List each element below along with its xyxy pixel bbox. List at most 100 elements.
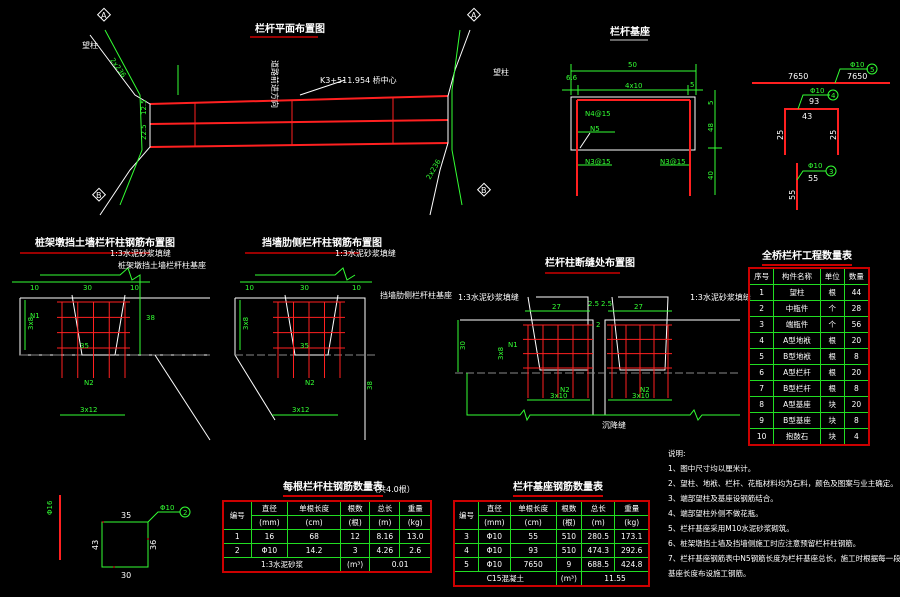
table-cell: B型栏杆 <box>773 380 821 397</box>
unit-cell: (kg) <box>614 515 650 530</box>
header-cell: 单位 <box>819 267 845 285</box>
table-cell: 根 <box>819 332 845 349</box>
unit-cell: (根) <box>555 515 583 530</box>
base-rebar-table-title: 栏杆基座钢筋数量表 <box>513 478 603 497</box>
plan-direction-label: 道路前进方向 <box>270 60 280 108</box>
unit-cell: (mm) <box>477 515 511 530</box>
n4-leg-left: 25 <box>776 130 785 140</box>
header-cell: 构件名称 <box>773 267 821 285</box>
table-header-row: 编号直径单根长度根数总长重量 <box>222 500 432 530</box>
base-rebar-n3-left: N3@15 <box>585 158 611 166</box>
table-cell: B型地袱 <box>773 348 821 365</box>
section1-dim-2: 30 <box>83 284 92 292</box>
header-cell: 单根长度 <box>287 500 342 516</box>
table-cell: 1 <box>748 284 775 301</box>
header-cell: 编号 <box>222 500 252 530</box>
section1-dim-3: 10 <box>130 284 139 292</box>
table-cell: Φ10 <box>477 543 511 558</box>
header-cell: 根数 <box>340 500 371 516</box>
table-cell: A型地袱 <box>773 332 821 349</box>
n2-dim-right: 36 <box>149 540 158 550</box>
section3-callout-right: 1:3水泥砂浆填缝 <box>690 292 751 302</box>
note-item: 基座长度布设施工钢筋。 <box>668 569 751 578</box>
header-cell: 单根长度 <box>509 500 557 516</box>
post-rebar-table-title: 每根栏杆柱钢筋数量表 <box>283 478 383 497</box>
section2-dim-4: 3x8 <box>242 317 250 330</box>
n2-dia: Φ10 <box>160 504 174 512</box>
n3-leg: 55 <box>788 190 797 200</box>
table-cell: 510 <box>555 543 583 558</box>
base-dim-total: 50 <box>628 61 637 69</box>
table-cell: 688.5 <box>581 557 616 572</box>
table-cell: 424.8 <box>614 557 650 572</box>
header-cell: 总长 <box>581 500 616 516</box>
unit-cell: (cm) <box>509 515 557 530</box>
section3-dim-bottom-right: 3x10 <box>632 392 650 400</box>
n3-id-circle <box>825 165 837 177</box>
table-cell: 2 <box>222 543 252 558</box>
note-item: 1、图中尺寸均以厘米计。 <box>668 464 756 473</box>
section3-n2-right: N2 <box>640 386 650 394</box>
header-cell: 序号 <box>748 267 775 285</box>
base-outline <box>570 96 696 151</box>
svg-text:B: B <box>481 186 487 195</box>
table-cell: 5 <box>748 348 775 365</box>
table-cell: 块 <box>819 428 845 446</box>
section2-n2: N2 <box>305 379 315 387</box>
section3-n2-left: N2 <box>560 386 570 394</box>
section3-dim-1: 27 <box>552 303 561 311</box>
table-cell: 中瓶件 <box>773 300 821 317</box>
table-cell: 10 <box>748 428 775 446</box>
n3-total: 55 <box>808 174 818 183</box>
table-cell: 55 <box>509 529 557 544</box>
base-dim-edge-left: 6.6 <box>566 74 578 82</box>
svg-text:A: A <box>471 11 477 20</box>
rebar-n4-shape <box>784 108 839 155</box>
total-label: C15混凝土 <box>453 571 557 587</box>
section2-socket <box>284 294 339 356</box>
table-cell: 8 <box>843 412 870 429</box>
table-cell: 个 <box>819 316 845 333</box>
table-total-row: 1:3水泥砂浆(m³)0.01 <box>222 557 432 573</box>
table-cell: 93 <box>509 543 557 558</box>
table-cell: 5 <box>453 557 479 572</box>
table-cell: 望柱 <box>773 284 821 301</box>
section2-dim-3: 10 <box>352 284 361 292</box>
base-rebar-n4: N4@15 <box>585 110 611 118</box>
base-rebar-n3-right: N3@15 <box>660 158 686 166</box>
table-cell: 8.16 <box>369 529 401 544</box>
notes-title: 说明: <box>668 449 686 458</box>
table-cell: 9 <box>555 557 583 572</box>
plan-left-dim-1: 12.5 <box>140 99 148 115</box>
table-cell: 474.3 <box>581 543 616 558</box>
table-units-row: (mm)(cm)(根)(m)(kg) <box>223 515 432 530</box>
base-dim-inner: 4x10 <box>625 82 643 90</box>
table-cell: 根 <box>819 380 845 397</box>
table-cell: 根 <box>819 348 845 365</box>
table-cell: 14.2 <box>287 543 342 558</box>
plan-post-lines <box>194 98 394 147</box>
n3-dia: Φ10 <box>808 162 822 170</box>
n5-id-circle <box>866 63 878 75</box>
table-cell: 20 <box>843 332 870 349</box>
section3-dim-2: 2.5 <box>588 300 599 308</box>
table-cell: 3 <box>748 316 775 333</box>
section3-dim-4: 27 <box>634 303 643 311</box>
plan-station-label: K3+511.954 桥中心 <box>320 75 397 85</box>
n2-dim-left: 43 <box>91 540 100 550</box>
n4-id-circle <box>827 89 839 101</box>
table-cell: 8 <box>748 396 775 413</box>
table-cell: 68 <box>287 529 342 544</box>
table-cell: 510 <box>555 529 583 544</box>
table-cell: 292.6 <box>614 543 650 558</box>
section1-dim-4: 38 <box>146 314 155 322</box>
note-item: 4、端部望柱外侧不做花瓶。 <box>668 509 763 518</box>
table-total-row: C15混凝土(m³)11.55 <box>453 571 650 587</box>
unit-cell: (kg) <box>399 515 432 530</box>
table-units-row: (mm)(cm)(根)(m)(kg) <box>454 515 650 530</box>
section2-callout1: 1:3水泥砂浆填缝 <box>335 248 396 258</box>
table-cell: 1 <box>222 529 252 544</box>
